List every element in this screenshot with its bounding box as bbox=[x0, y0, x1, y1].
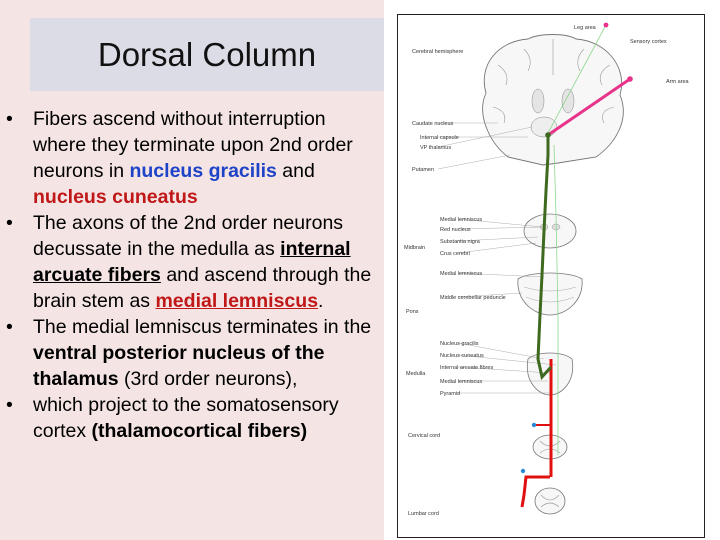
leg-area-neuron-dot bbox=[603, 22, 609, 28]
second-order-fibers bbox=[536, 133, 553, 381]
label-middle-peduncle: Middle cerebellar peduncle bbox=[440, 295, 506, 301]
label-cervical-cord: Cervical cord bbox=[408, 433, 440, 439]
lumbar-gray-matter bbox=[540, 494, 560, 508]
term-internal-arcuate-fibers: internal arcuate fibers bbox=[33, 238, 351, 286]
dorsal-column-figure: Leg area Sensory cortex Cerebral hemisph… bbox=[397, 14, 705, 538]
label-red-nucleus: Red nucleus bbox=[440, 227, 471, 233]
label-sensory-cortex: Sensory cortex bbox=[630, 39, 667, 45]
label-cerebral-hemisphere: Cerebral hemisphere bbox=[412, 49, 463, 55]
bullet-text: The medial lemniscus terminates in the bbox=[33, 316, 372, 338]
lumbar-ganglion-dot bbox=[520, 468, 526, 474]
slide-title: Dorsal Column bbox=[97, 36, 317, 73]
term-thalamocortical-fibers: (thalamocortical fibers) bbox=[91, 420, 308, 442]
thalamus-shape bbox=[530, 116, 558, 138]
label-arm-area: Arm area bbox=[666, 79, 690, 85]
bullet-text: and ascend through the brain stem as bbox=[33, 264, 372, 312]
label-substantia-nigra: Substantia nigra bbox=[440, 239, 481, 245]
lateral-ventricle-right bbox=[561, 88, 575, 114]
ascending-fibers-thin bbox=[553, 144, 559, 455]
pathway-diagram: Leg area Sensory cortex Cerebral hemisph… bbox=[404, 22, 690, 517]
label-medial-lemniscus-1: Medial lemniscus bbox=[440, 217, 482, 223]
term-nucleus-cuneatus: nucleus cuneatus bbox=[33, 186, 198, 208]
label-putamen: Putamen bbox=[412, 167, 434, 173]
third-order-fibers bbox=[547, 77, 631, 137]
bullet-text: Fibers ascend without interruption where… bbox=[33, 108, 353, 182]
label-crus-cerebri: Crus cerebri bbox=[440, 251, 470, 257]
leader-lines bbox=[437, 122, 557, 394]
bullet-text: The axons of the 2nd order neurons decus… bbox=[33, 212, 344, 260]
bullet-text: and bbox=[276, 160, 315, 182]
bullet-2: The axons of the 2nd order neurons decus… bbox=[6, 210, 384, 314]
title-box bbox=[30, 18, 384, 91]
brain-outline bbox=[482, 34, 624, 166]
midbrain-shape bbox=[523, 213, 577, 249]
pons-shape bbox=[517, 272, 583, 316]
bullet-list: Fibers ascend without interruption where… bbox=[6, 106, 384, 444]
sulci bbox=[492, 39, 615, 124]
label-nucleus-gracilis: Nucleus gracilis bbox=[440, 341, 479, 347]
label-medial-lemniscus-2: Medial lemniscus bbox=[440, 271, 482, 277]
label-leg-area: Leg area bbox=[574, 25, 597, 31]
label-medulla: Medulla bbox=[406, 371, 426, 377]
label-medial-lemniscus-3: Medial lemniscus bbox=[440, 379, 482, 385]
label-nucleus-cuneatus: Nucleus cuneatus bbox=[440, 353, 484, 359]
first-order-fibers bbox=[520, 475, 550, 508]
bullet-text: (3rd order neurons), bbox=[118, 368, 298, 390]
label-vp-thalamus: VP thalamus bbox=[420, 145, 451, 151]
lumbar-cord-shape bbox=[534, 487, 566, 515]
lateral-ventricle-left bbox=[531, 88, 545, 114]
term-nucleus-gracilis: nucleus gracilis bbox=[129, 160, 277, 182]
bullet-text: . bbox=[318, 290, 324, 312]
label-midbrain: Midbrain bbox=[404, 245, 425, 251]
thalamus-neuron-dot bbox=[545, 132, 551, 138]
label-pons: Pons bbox=[406, 309, 419, 315]
bullet-1: Fibers ascend without interruption where… bbox=[6, 106, 384, 210]
cervical-ganglion-dot bbox=[531, 422, 537, 428]
leg-area-fibers bbox=[547, 24, 607, 134]
cortex-neuron-dot bbox=[627, 76, 633, 82]
label-internal-arcuate: Internal arcuate fibres bbox=[440, 365, 493, 371]
bullet-4: which project to the somatosensory corte… bbox=[6, 392, 384, 444]
label-lumbar-cord: Lumbar cord bbox=[408, 511, 439, 517]
bullet-3: The medial lemniscus terminates in the v… bbox=[6, 314, 384, 392]
label-internal-capsule: Internal capsule bbox=[420, 135, 459, 141]
bullet-text: which project to the somatosensory corte… bbox=[33, 394, 339, 442]
label-caudate: Caudate nucleus bbox=[412, 121, 454, 127]
label-pyramid: Pyramid bbox=[440, 391, 460, 397]
pons-fibers bbox=[523, 286, 577, 303]
term-medial-lemniscus: medial lemniscus bbox=[155, 290, 319, 312]
term-ventral-posterior-nucleus: ventral posterior nucleus of the thalamu… bbox=[33, 342, 325, 390]
